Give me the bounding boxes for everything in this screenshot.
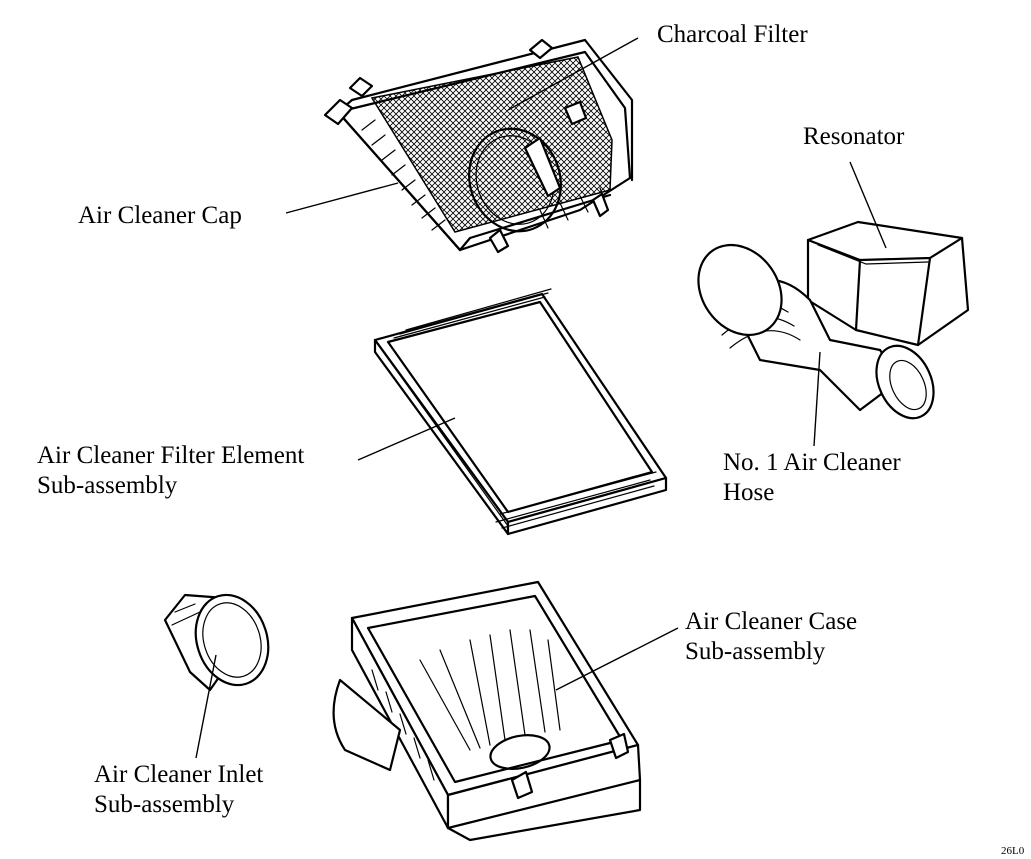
label-inlet-line2: Sub-assembly (94, 791, 235, 818)
label-air-cleaner-case: Air Cleaner Case Sub-assembly (685, 607, 857, 667)
label-hose-line1: No. 1 Air Cleaner (723, 449, 901, 476)
label-inlet-line1: Air Cleaner Inlet (94, 761, 264, 788)
label-air-cleaner-cap: Air Cleaner Cap (78, 202, 242, 229)
leader-charcoal-filter (507, 37, 639, 111)
label-case-line1: Air Cleaner Case (685, 608, 858, 635)
leader-case (555, 627, 679, 691)
label-charcoal-filter: Charcoal Filter (657, 21, 808, 48)
label-air-cleaner-inlet: Air Cleaner Inlet Sub-assembly (94, 760, 263, 820)
label-no1-air-cleaner-hose: No. 1 Air Cleaner Hose (723, 448, 901, 508)
resonator-and-hose-drawing (697, 220, 970, 420)
label-filter-element-line1: Air Cleaner Filter Element (37, 442, 305, 469)
label-filter-element: Air Cleaner Filter Element Sub-assembly (37, 441, 304, 501)
figure-code: 26L0 (1001, 845, 1025, 857)
filter-element-drawing (373, 288, 668, 536)
label-hose-line2: Hose (723, 479, 775, 506)
leader-hose (813, 351, 821, 447)
air-cleaner-cap-drawing (323, 38, 634, 254)
air-cleaner-case-drawing (332, 580, 642, 842)
label-case-line2: Sub-assembly (685, 638, 826, 665)
air-cleaner-inlet-drawing (163, 593, 270, 692)
leader-inlet (195, 654, 217, 759)
label-filter-element-line2: Sub-assembly (37, 472, 178, 499)
label-resonator: Resonator (803, 123, 905, 150)
leader-air-cleaner-cap (285, 182, 399, 214)
leader-filter-element (357, 417, 456, 461)
leader-resonator (849, 161, 887, 249)
